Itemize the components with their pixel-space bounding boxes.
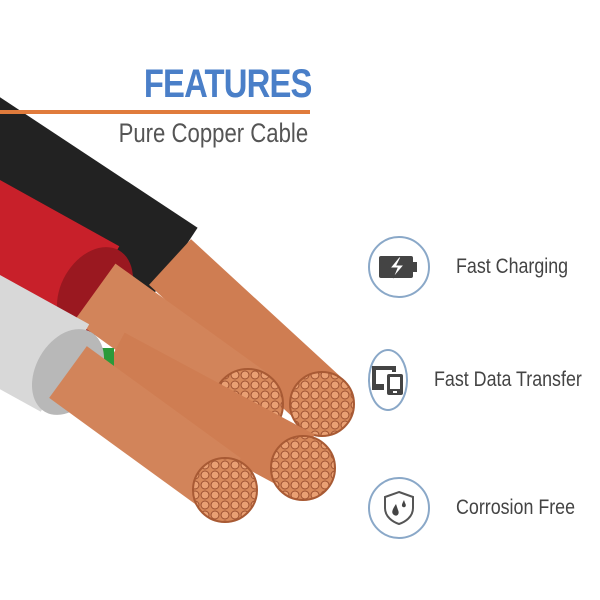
red-wire [0,180,284,440]
feature-corrosion-free: Corrosion Free [368,475,600,541]
page-title: FEATURES [144,62,313,106]
green-wire [95,332,336,501]
page-subtitle: Pure Copper Cable [118,118,308,148]
white-wire [0,274,258,523]
battery-charging-icon [368,236,430,298]
black-wire [0,97,355,437]
feature-fast-data-transfer: Fast Data Transfer [368,347,600,413]
devices-icon [368,349,409,411]
feature-label: Corrosion Free [456,496,576,519]
feature-label: Fast Charging [456,255,569,278]
feature-label: Fast Data Transfer [434,368,582,391]
shield-water-drop-icon [368,477,430,539]
divider [0,110,310,114]
feature-fast-charging: Fast Charging [368,234,600,300]
